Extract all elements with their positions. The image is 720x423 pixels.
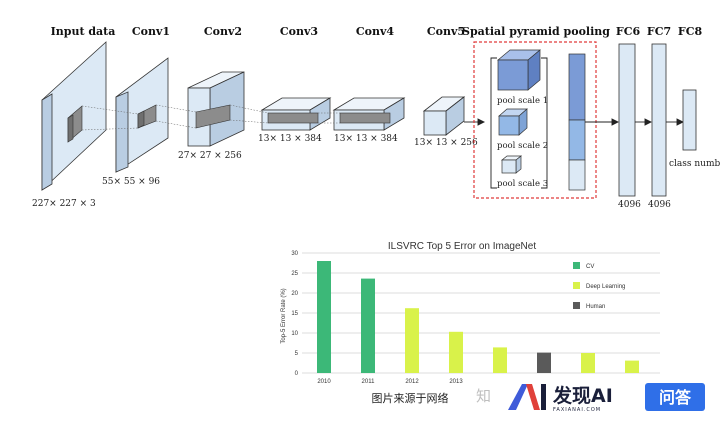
y-tick-label: 5 xyxy=(295,351,299,357)
brand-name: 发现AI xyxy=(552,384,613,407)
chart-y-axis-label: Top-5 Error Rate (%) xyxy=(281,288,287,343)
input-slab xyxy=(41,41,107,191)
bar xyxy=(317,261,331,373)
conv2-block xyxy=(187,71,245,147)
bar xyxy=(493,347,507,373)
pool-scale-1-cube xyxy=(497,49,541,91)
label-conv2: Conv2 xyxy=(204,25,242,38)
pool-scale-3-cube xyxy=(501,155,522,174)
arrow-spp-to-fc6 xyxy=(585,118,620,126)
qa-badge-label: 问答 xyxy=(659,388,692,407)
ilsvrc-error-chart: ILSVRC Top 5 Error on ImageNet Top-5 Err… xyxy=(281,241,660,385)
x-tick-label: 2013 xyxy=(449,379,463,385)
x-tick-label: 2012 xyxy=(405,379,419,385)
spp-frame xyxy=(473,41,597,199)
fc8-layer xyxy=(682,89,697,151)
cnn-architecture-diagram: Input data Conv1 Conv2 Conv3 Conv4 Conv5… xyxy=(32,25,720,210)
dim-conv2: 27× 27 × 256 xyxy=(178,151,242,161)
pool-scale-2-cube xyxy=(498,108,528,136)
bar xyxy=(625,360,639,373)
dim-conv1: 55× 55 × 96 xyxy=(102,177,160,187)
y-tick-label: 25 xyxy=(291,271,298,277)
spp-bracket xyxy=(490,57,497,189)
dim-fc6: 4096 xyxy=(618,200,641,210)
legend-swatch xyxy=(573,262,580,269)
fc6-layer xyxy=(618,43,636,197)
dim-conv5: 13× 13 × 256 xyxy=(414,138,478,148)
y-tick-label: 0 xyxy=(295,371,299,377)
conv3-block xyxy=(260,97,332,131)
label-fc8: FC8 xyxy=(678,25,703,38)
label-conv4: Conv4 xyxy=(356,25,394,38)
dim-fc7: 4096 xyxy=(648,200,671,210)
spp-output-vector xyxy=(568,53,586,191)
y-tick-label: 10 xyxy=(291,331,298,337)
projection-lines xyxy=(81,104,340,131)
bar xyxy=(449,331,463,373)
label-fc7: FC7 xyxy=(647,25,671,38)
bar xyxy=(405,308,419,373)
dim-input: 227× 227 × 3 xyxy=(32,199,96,209)
dim-fc8: class number xyxy=(669,159,720,169)
legend-swatch xyxy=(573,302,580,309)
conv1-slab xyxy=(115,57,169,173)
label-fc6: FC6 xyxy=(616,25,641,38)
image-caption: 图片来源于网络 xyxy=(372,391,449,405)
label-conv5: Conv5 xyxy=(427,25,465,38)
faxianai-logo: 发现AI FAXIANAI.COM xyxy=(508,384,613,413)
ai-logo-icon xyxy=(508,384,546,410)
chart-x-ticks: 2010 2011 2012 2013 xyxy=(317,379,463,385)
arrow-conv5-to-spp xyxy=(464,118,486,126)
y-tick-label: 20 xyxy=(291,291,298,297)
label-input-data: Input data xyxy=(51,25,116,38)
y-tick-label: 15 xyxy=(291,311,298,317)
qa-badge[interactable]: 问答 xyxy=(645,383,705,411)
legend-label: CV xyxy=(586,264,594,270)
x-tick-label: 2011 xyxy=(362,379,376,385)
bar xyxy=(537,352,551,373)
arrow-fc7-to-fc8 xyxy=(666,118,685,126)
legend-label: Deep Learning xyxy=(586,284,625,290)
fc7-layer xyxy=(651,43,667,197)
chart-bars xyxy=(317,261,639,373)
conv4-block xyxy=(332,97,406,131)
label-conv3: Conv3 xyxy=(280,25,318,38)
brand-domain: FAXIANAI.COM xyxy=(553,407,601,413)
pool-scale-3-label: pool scale 3 xyxy=(497,179,548,189)
arrow-fc6-to-fc7 xyxy=(635,118,653,126)
spp-bracket-right xyxy=(541,57,548,189)
legend-swatch xyxy=(573,282,580,289)
conv5-block xyxy=(422,96,466,136)
label-spp: Spatial pyramid pooling xyxy=(462,25,610,38)
chart-title: ILSVRC Top 5 Error on ImageNet xyxy=(388,241,536,252)
bar xyxy=(581,353,595,373)
legend-label: Human xyxy=(586,304,605,310)
chart-gridlines xyxy=(302,252,660,374)
pool-scale-1-label: pool scale 1 xyxy=(497,96,548,106)
chart-y-ticks: 0 5 10 15 20 25 30 xyxy=(291,251,298,377)
dim-conv4: 13× 13 × 384 xyxy=(334,134,398,144)
dim-conv3: 13× 13 × 384 xyxy=(258,134,322,144)
bar xyxy=(361,278,375,373)
zhihu-watermark: 知 xyxy=(476,387,491,405)
x-tick-label: 2010 xyxy=(317,379,331,385)
label-conv1: Conv1 xyxy=(132,25,170,38)
y-tick-label: 30 xyxy=(291,251,298,257)
pool-scale-2-label: pool scale 2 xyxy=(497,141,548,151)
